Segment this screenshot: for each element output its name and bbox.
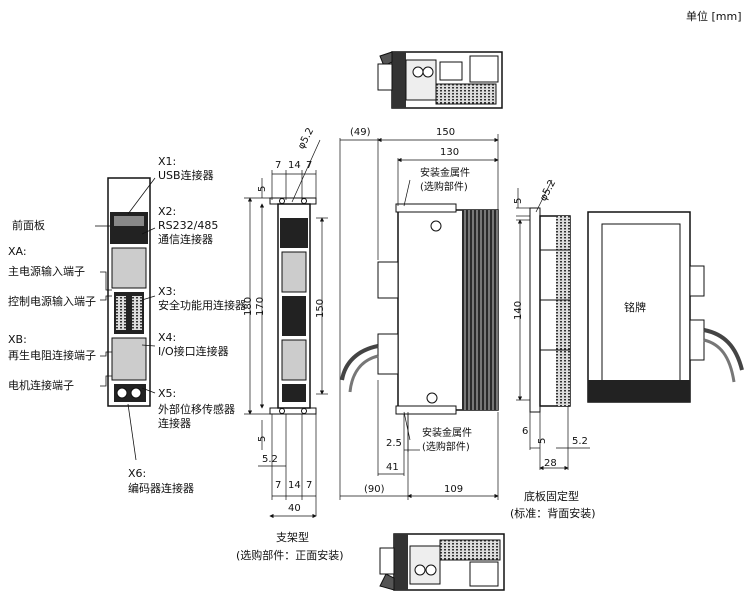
x2-desc-2: 通信连接器	[158, 233, 213, 246]
base-dim-lines	[516, 179, 590, 471]
x6-desc: 编码器连接器	[128, 482, 194, 495]
dim-7-top-a: 7	[275, 160, 282, 171]
side-view	[340, 203, 499, 415]
x1-desc: USB连接器	[158, 169, 214, 182]
top-view-lower	[379, 533, 505, 591]
top-view-upper	[377, 51, 503, 109]
x2-desc-1: RS232/485	[158, 219, 219, 232]
dim-5-side-b: 5	[537, 437, 548, 444]
dim-25: 2.5	[386, 438, 402, 449]
bracket-top-label-1: 安装金属件	[420, 168, 470, 179]
dim-150-v: 150	[315, 298, 326, 318]
dim-40: 40	[288, 503, 301, 514]
x6-label: X6:	[128, 467, 147, 480]
x5-desc-1: 外部位移传感器	[158, 403, 235, 416]
dim-180: 180	[243, 296, 254, 316]
xa-label: XA:	[8, 245, 27, 258]
xa-main-power: 主电源输入端子	[8, 265, 85, 278]
rack-type-view	[269, 197, 317, 415]
x5-label: X5:	[158, 387, 177, 400]
dim-7-bot-b: 7	[306, 480, 313, 491]
base-caption-2: (标准：背面安装)	[510, 507, 596, 520]
front-callouts	[95, 177, 156, 461]
dim-52: 5.2	[262, 454, 278, 465]
x4-label: X4:	[158, 331, 177, 344]
base-mount-view	[529, 207, 744, 413]
dim-150-h: 150	[436, 127, 456, 138]
unit-label: 单位 [mm]	[686, 10, 742, 23]
nameplate-label: 铭牌	[624, 301, 646, 314]
x4-desc: I/O接口连接器	[158, 345, 229, 358]
dim-170: 170	[255, 296, 266, 316]
dim-28: 28	[544, 458, 557, 469]
x5-desc-2: 连接器	[158, 417, 191, 430]
front-view	[107, 177, 151, 407]
x2-label: X2:	[158, 205, 177, 218]
base-caption-1: 底板固定型	[524, 490, 579, 503]
dim-90: (90)	[364, 484, 385, 495]
dim-7-bot-a: 7	[275, 480, 282, 491]
xb-regen: 再生电阻连接端子	[8, 349, 96, 362]
dim-130: 130	[440, 147, 460, 158]
front-panel-label: 前面板	[12, 219, 45, 232]
dim-49: (49)	[350, 127, 371, 138]
xb-motor: 电机连接端子	[8, 379, 74, 392]
bracket-bot-label-2: (选购部件)	[422, 442, 470, 453]
dim-5-bot: 5	[257, 435, 268, 442]
x1-label: X1:	[158, 155, 177, 168]
x3-label: X3:	[158, 285, 177, 298]
dim-14-top: 14	[288, 160, 301, 171]
dim-6: 6	[522, 426, 529, 437]
dim-14-bot: 14	[288, 480, 301, 491]
side-dim-lines	[339, 134, 499, 500]
dim-5-side: 5	[513, 197, 524, 204]
bracket-top-label-2: (选购部件)	[420, 182, 468, 193]
xa-ctrl-power: 控制电源输入端子	[8, 295, 96, 308]
bracket-bot-label-1: 安装金属件	[422, 428, 472, 439]
rack-caption-2: (选购部件：正面安装)	[236, 549, 344, 562]
dim-7-top-b: 7	[306, 160, 313, 171]
dim-52-side: 5.2	[572, 436, 588, 447]
dim-41: 41	[386, 462, 399, 473]
dim-109: 109	[444, 484, 464, 495]
rack-dim-lines	[244, 139, 328, 519]
rack-caption-1: 支架型	[276, 531, 309, 544]
dim-5-top: 5	[257, 185, 268, 192]
dim-140: 140	[513, 300, 524, 320]
xb-label: XB:	[8, 333, 27, 346]
x3-desc: 安全功能用连接器	[158, 299, 246, 312]
